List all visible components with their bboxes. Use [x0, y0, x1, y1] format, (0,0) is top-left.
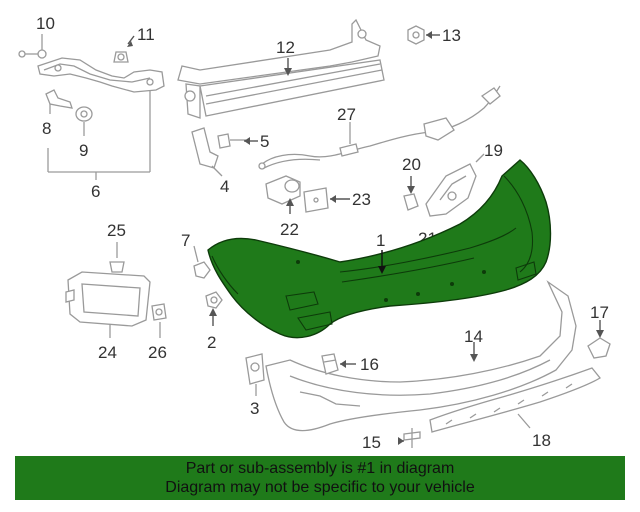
callout-5: 5 — [260, 132, 269, 151]
part-19-side-bracket[interactable] — [425, 153, 485, 217]
part-10-screw[interactable] — [18, 34, 47, 59]
callout-1: 1 — [376, 231, 385, 250]
callout-27: 27 — [337, 105, 356, 124]
callout-15: 15 — [362, 433, 381, 452]
banner-line-2: Diagram may not be specific to your vehi… — [165, 479, 475, 496]
part-3-bracket[interactable] — [245, 353, 265, 396]
banner-line-1: Part or sub-assembly is #1 in diagram — [185, 460, 455, 477]
part-12-impact-bar[interactable] — [177, 18, 385, 119]
part-1-bumper-cover[interactable] — [207, 159, 552, 339]
callout-11: 11 — [137, 25, 155, 44]
callout-3: 3 — [250, 399, 259, 418]
part-14-lower-valance[interactable] — [265, 280, 577, 432]
callout-23: 23 — [352, 190, 371, 209]
part-2-clip[interactable] — [205, 291, 223, 326]
callout-18: 18 — [532, 431, 551, 450]
parts-diagram: 10 11 6 8 9 — [18, 14, 611, 452]
part-4-bracket[interactable] — [191, 127, 223, 177]
part-13-nut[interactable] — [407, 25, 440, 45]
part-22-parking-sensor[interactable] — [265, 175, 301, 214]
part-5-bolt[interactable] — [217, 133, 258, 149]
part-17-cap[interactable] — [587, 320, 611, 359]
callout-2: 2 — [207, 333, 216, 352]
callout-12: 12 — [276, 38, 295, 57]
part-8-retainer[interactable] — [45, 89, 73, 114]
callout-17: 17 — [590, 303, 609, 322]
part-15-screw[interactable] — [398, 428, 421, 448]
callout-7: 7 — [181, 231, 190, 250]
callout-8: 8 — [42, 119, 51, 138]
callout-22: 22 — [280, 220, 299, 239]
part-24-control-module[interactable] — [65, 271, 151, 338]
part-11-clip[interactable] — [113, 35, 135, 63]
info-banner: Part or sub-assembly is #1 in diagram Di… — [15, 456, 625, 500]
part-23-pad[interactable] — [303, 187, 350, 213]
part-18-lower-trim[interactable] — [429, 367, 601, 433]
callout-25: 25 — [107, 221, 126, 240]
part-20-clip[interactable] — [403, 176, 419, 211]
callout-6: 6 — [91, 182, 100, 201]
part-9-washer[interactable] — [75, 106, 93, 136]
part-26-sensor[interactable] — [151, 303, 167, 338]
callout-4: 4 — [220, 177, 229, 196]
callout-16: 16 — [360, 355, 379, 374]
part-27-wiring-harness[interactable] — [258, 85, 501, 170]
part-25-push-pin[interactable] — [109, 242, 125, 273]
callout-26: 26 — [148, 343, 167, 362]
part-7-push-pin[interactable] — [193, 245, 211, 279]
callout-20: 20 — [402, 155, 421, 174]
part-6-bracket-assembly[interactable] — [37, 57, 165, 180]
callout-19: 19 — [484, 141, 503, 160]
part-16-clip[interactable] — [321, 353, 356, 375]
callout-9: 9 — [79, 141, 88, 160]
callout-13: 13 — [442, 26, 461, 45]
callout-10: 10 — [36, 14, 55, 33]
callout-14: 14 — [464, 327, 483, 346]
callout-24: 24 — [98, 343, 117, 362]
